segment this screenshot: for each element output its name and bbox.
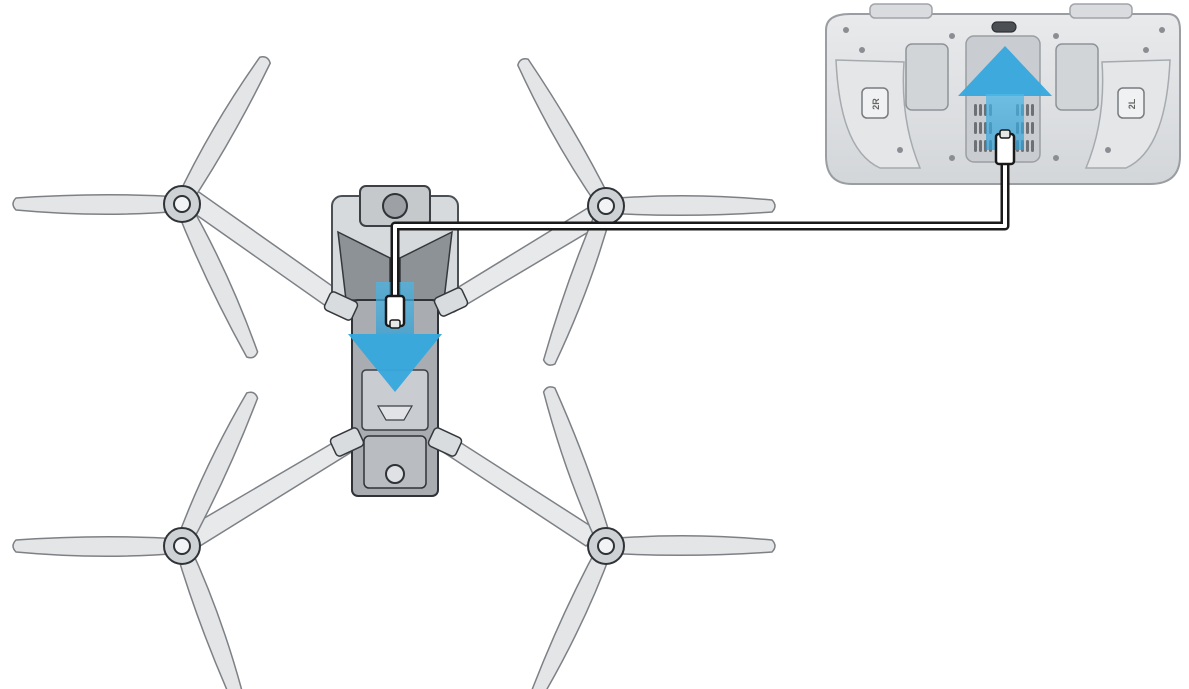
vent-slot — [1026, 140, 1029, 152]
propeller-blade — [529, 542, 614, 689]
motor-hub — [173, 195, 191, 213]
screw — [1143, 47, 1149, 53]
screw — [1105, 147, 1111, 153]
screw — [1159, 27, 1165, 33]
drone-body-notch — [376, 405, 414, 421]
motor-hub — [597, 537, 615, 555]
vent-slot — [974, 104, 977, 116]
arrow-down-head — [348, 334, 442, 392]
screw — [949, 155, 955, 161]
controller-right-button — [1117, 87, 1145, 119]
propeller-4 — [529, 386, 776, 689]
propeller-2 — [517, 58, 776, 366]
usb-cable — [384, 129, 1016, 329]
usb-cable-inner — [393, 164, 1007, 300]
vent-slot — [974, 140, 977, 152]
vent-slot — [979, 122, 982, 134]
propeller-blade — [174, 56, 271, 209]
vent-slot — [1026, 104, 1029, 116]
vent-slot — [1026, 122, 1029, 134]
propeller-blade — [542, 202, 614, 366]
vent-slot — [1031, 104, 1034, 116]
motor-hub — [173, 537, 191, 555]
controller-left-button-label: 2R — [871, 98, 881, 110]
propeller-blade — [542, 386, 614, 550]
vent-slot — [979, 104, 982, 116]
usb-c-plug-icon — [384, 294, 406, 329]
propeller-blade — [605, 194, 776, 217]
controller-left-bumper — [869, 3, 933, 19]
vent-slot — [979, 140, 982, 152]
drone-rear-plate — [363, 435, 427, 489]
propellers — [12, 56, 776, 689]
usb-c-plug-icon-controller — [994, 129, 1016, 166]
screw — [897, 147, 903, 153]
vent-slot — [1031, 122, 1034, 134]
screw — [859, 47, 865, 53]
motor-hub — [597, 197, 615, 215]
propeller-blade — [12, 193, 183, 216]
controller-right-button-label: 2L — [1127, 98, 1137, 109]
arm-hinges — [323, 287, 469, 457]
controller-right-bumper — [1069, 3, 1133, 19]
propeller-blade — [12, 535, 183, 558]
screw — [843, 27, 849, 33]
propeller-blade — [174, 542, 246, 689]
controller-right-panel — [1055, 43, 1099, 111]
screw — [1053, 33, 1059, 39]
controller-usb-port — [991, 21, 1017, 33]
controller-left-button — [861, 87, 889, 119]
propeller-blade — [174, 200, 259, 359]
propeller-blade — [605, 534, 776, 557]
propeller-3 — [12, 391, 259, 689]
controller-screws — [843, 27, 1165, 161]
vent-slot — [1031, 140, 1034, 152]
vent-slot — [974, 122, 977, 134]
arrow-up-head — [958, 46, 1052, 96]
propeller-blade — [174, 391, 259, 550]
screw — [1053, 155, 1059, 161]
controller-left-panel — [905, 43, 949, 111]
screw — [949, 33, 955, 39]
propeller-1 — [12, 56, 271, 359]
propeller-blade — [517, 58, 614, 211]
drone-rear-knob — [385, 464, 405, 484]
drone-camera — [382, 193, 408, 219]
